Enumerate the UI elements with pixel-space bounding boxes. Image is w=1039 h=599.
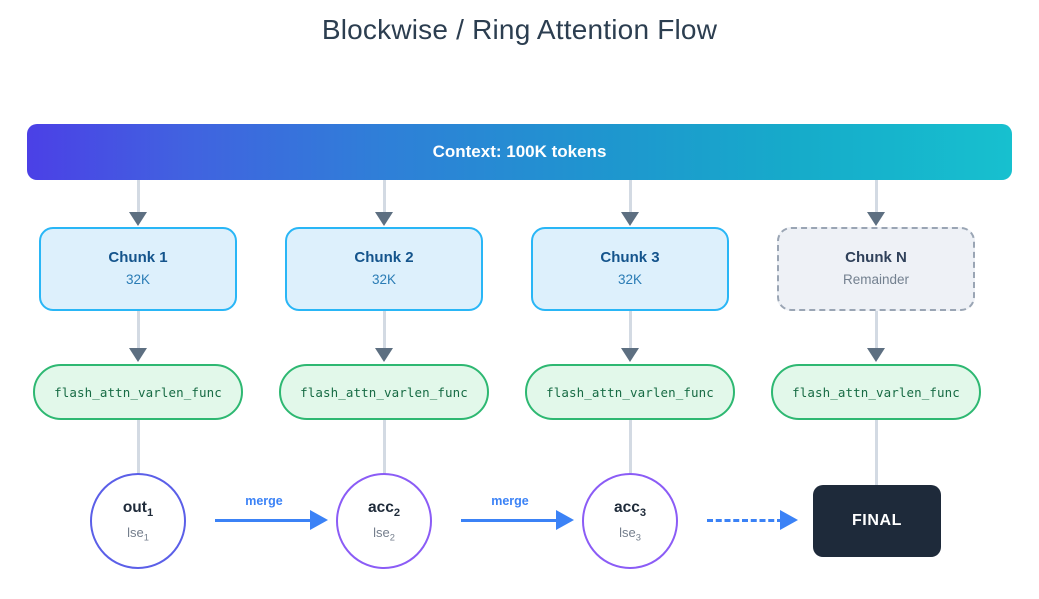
- arrowhead-context-to-chunk-n: [867, 212, 885, 226]
- chunk-title-2: Chunk 2: [354, 248, 414, 266]
- connector-context-to-chunk-3: [629, 180, 632, 216]
- connector-context-to-chunk-1: [137, 180, 140, 216]
- chunk-title-3: Chunk 3: [600, 248, 660, 266]
- accumulator-lse-2: lse2: [373, 524, 395, 543]
- arrowhead-chunk-2-to-kernel-2: [375, 348, 393, 362]
- connector-context-to-chunk-n: [875, 180, 878, 216]
- final-box-label: FINAL: [851, 512, 903, 529]
- connector-kernel-n-to-final: [875, 420, 878, 487]
- accumulator-lse-1: lse1: [127, 524, 149, 543]
- context-bar-label: Context: 100K tokens: [432, 142, 607, 161]
- chunk-subtitle-3: 32K: [617, 272, 643, 288]
- accumulator-main-2: acc2: [367, 498, 401, 519]
- arrowhead-chunk-n-to-kernel-n: [867, 348, 885, 362]
- connector-chunk-2-to-kernel-2: [383, 311, 386, 350]
- arrowhead-context-to-chunk-1: [129, 212, 147, 226]
- kernel-pill-label-1: flash_attn_varlen_func: [54, 384, 222, 400]
- connector-kernel-1-to-acc-1: [137, 420, 140, 475]
- kernel-pill-1[interactable]: flash_attn_varlen_func: [33, 364, 243, 420]
- chunk-subtitle-1: 32K: [125, 272, 151, 288]
- connector-chunk-3-to-kernel-3: [629, 311, 632, 350]
- merge-arrow-label-2: merge: [491, 494, 529, 508]
- context-bar: Context: 100K tokens: [27, 124, 1012, 180]
- accumulator-lse-3: lse3: [619, 524, 641, 543]
- accumulator-main-1: out1: [122, 498, 154, 519]
- final-box[interactable]: FINAL: [813, 485, 941, 557]
- chunk-subtitle-2: 32K: [371, 272, 397, 288]
- chunk-box-3[interactable]: Chunk 3 32K: [531, 227, 729, 311]
- kernel-pill-label-3: flash_attn_varlen_func: [546, 384, 714, 400]
- merge-arrow-line-1: [215, 519, 313, 522]
- final-arrow-head: [780, 510, 798, 530]
- arrowhead-context-to-chunk-2: [375, 212, 393, 226]
- connector-chunk-1-to-kernel-1: [137, 311, 140, 350]
- merge-arrow-head-1: [310, 510, 328, 530]
- kernel-pill-label-2: flash_attn_varlen_func: [300, 384, 468, 400]
- accumulator-circle-1[interactable]: out1 lse1: [90, 473, 186, 569]
- merge-arrow-head-2: [556, 510, 574, 530]
- kernel-pill-label-n: flash_attn_varlen_func: [792, 384, 960, 400]
- merge-arrow-line-2: [461, 519, 559, 522]
- kernel-pill-3[interactable]: flash_attn_varlen_func: [525, 364, 735, 420]
- connector-kernel-3-to-acc-3: [629, 420, 632, 475]
- accumulator-main-3: acc3: [613, 498, 647, 519]
- connector-context-to-chunk-2: [383, 180, 386, 216]
- chunk-title-1: Chunk 1: [108, 248, 168, 266]
- kernel-pill-n[interactable]: flash_attn_varlen_func: [771, 364, 981, 420]
- chunk-title-n: Chunk N: [845, 248, 907, 266]
- chunk-box-n[interactable]: Chunk N Remainder: [777, 227, 975, 311]
- final-arrow-line: [707, 519, 783, 522]
- chunk-box-2[interactable]: Chunk 2 32K: [285, 227, 483, 311]
- kernel-pill-2[interactable]: flash_attn_varlen_func: [279, 364, 489, 420]
- accumulator-circle-3[interactable]: acc3 lse3: [582, 473, 678, 569]
- chunk-box-1[interactable]: Chunk 1 32K: [39, 227, 237, 311]
- merge-arrow-label-1: merge: [245, 494, 283, 508]
- connector-kernel-2-to-acc-2: [383, 420, 386, 475]
- accumulator-circle-2[interactable]: acc2 lse2: [336, 473, 432, 569]
- arrowhead-context-to-chunk-3: [621, 212, 639, 226]
- arrowhead-chunk-3-to-kernel-3: [621, 348, 639, 362]
- arrowhead-chunk-1-to-kernel-1: [129, 348, 147, 362]
- page-title: Blockwise / Ring Attention Flow: [321, 14, 718, 45]
- connector-chunk-n-to-kernel-n: [875, 311, 878, 350]
- chunk-subtitle-n: Remainder: [842, 272, 910, 288]
